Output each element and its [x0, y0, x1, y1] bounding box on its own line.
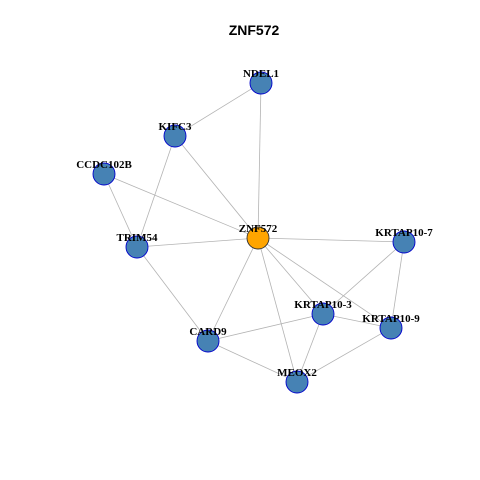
- edge-kifc3-trim54: [136, 135, 176, 248]
- edge-krtap10-7-krtap10-9: [390, 241, 405, 329]
- node-label-krtap10-3: KRTAP10-3: [294, 299, 352, 311]
- edge-ccdc102b-znf572: [103, 173, 259, 239]
- edge-card9-meox2: [207, 340, 298, 383]
- node-krtap10-9[interactable]: [379, 316, 403, 340]
- edge-krtap10-3-krtap10-9: [322, 313, 392, 329]
- node-label-ndel1: NDEL1: [243, 68, 279, 80]
- edge-ndel1-kifc3: [174, 82, 262, 137]
- node-trim54[interactable]: [125, 235, 149, 259]
- edge-znf572-card9: [207, 237, 259, 342]
- edge-trim54-znf572: [136, 237, 259, 248]
- nodes-layer: [92, 71, 416, 394]
- node-label-kifc3: KIFC3: [159, 121, 193, 133]
- graph-title: ZNF572: [229, 22, 280, 38]
- node-label-krtap10-7: KRTAP10-7: [375, 227, 433, 239]
- edge-znf572-meox2: [257, 237, 298, 383]
- edge-ndel1-znf572: [257, 82, 262, 239]
- edge-znf572-krtap10-9: [257, 237, 392, 329]
- node-label-krtap10-9: KRTAP10-9: [362, 313, 420, 325]
- node-label-meox2: MEOX2: [277, 367, 317, 379]
- node-label-trim54: TRIM54: [117, 232, 158, 244]
- node-kifc3[interactable]: [163, 124, 187, 148]
- edge-krtap10-7-krtap10-3: [322, 241, 405, 315]
- edge-krtap10-3-card9: [207, 313, 324, 342]
- edges-layer: [103, 82, 405, 383]
- node-label-ccdc102b: CCDC102B: [76, 159, 132, 171]
- node-card9[interactable]: [196, 329, 220, 353]
- node-label-card9: CARD9: [189, 326, 227, 338]
- edge-znf572-krtap10-7: [257, 237, 405, 243]
- node-ccdc102b[interactable]: [92, 162, 116, 186]
- node-krtap10-7[interactable]: [392, 230, 416, 254]
- edge-krtap10-9-meox2: [296, 327, 392, 383]
- edge-trim54-card9: [136, 246, 209, 342]
- edge-krtap10-3-meox2: [296, 313, 324, 383]
- node-znf572[interactable]: [246, 226, 270, 250]
- node-ndel1[interactable]: [249, 71, 273, 95]
- edge-kifc3-znf572: [174, 135, 259, 239]
- node-krtap10-3[interactable]: [311, 302, 335, 326]
- node-label-znf572: ZNF572: [239, 223, 278, 235]
- edge-ccdc102b-trim54: [103, 173, 138, 248]
- node-meox2[interactable]: [285, 370, 309, 394]
- edge-znf572-krtap10-3: [257, 237, 324, 315]
